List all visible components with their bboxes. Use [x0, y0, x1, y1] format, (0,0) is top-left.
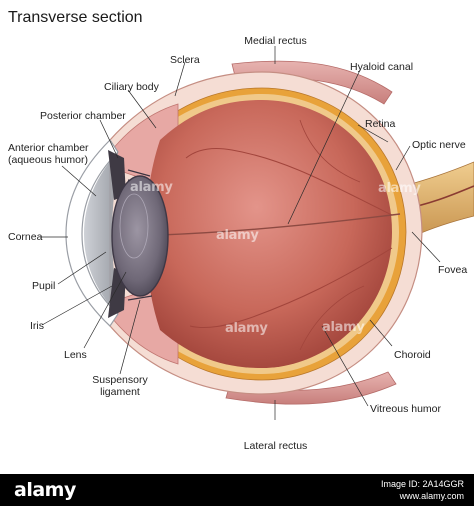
- stock-footer-bar: alamy Image ID: 2A14GGR www.alamy.com: [0, 474, 474, 506]
- cornea-shape: [65, 139, 119, 327]
- label-vitreous-humor: Vitreous humor: [370, 403, 442, 415]
- watermark-center: alamy: [216, 228, 259, 243]
- eye-cross-section-illustration: [40, 46, 474, 420]
- iris-upper: [108, 150, 126, 200]
- figure-title: Transverse section: [8, 9, 143, 26]
- label-hyaloid-canal: Hyaloid canal: [350, 61, 414, 73]
- retinal-vessel-2: [189, 247, 393, 329]
- label-ciliary-body: Ciliary body: [104, 81, 159, 93]
- label-anterior-chamber-line1: Anterior chamber: [8, 142, 89, 154]
- eye-diagram-figure: Transverse section Medial rectus Sclera …: [8, 9, 474, 452]
- lens-highlight: [119, 193, 149, 259]
- retinal-vessel-4: [299, 285, 365, 351]
- label-iris: Iris: [30, 320, 44, 332]
- hyaloid-canal-line: [159, 213, 401, 236]
- label-suspensory-ligament-line2: ligament: [100, 386, 140, 398]
- label-fovea: Fovea: [438, 264, 468, 276]
- label-posterior-chamber: Posterior chamber: [40, 110, 126, 122]
- label-sclera: Sclera: [170, 54, 200, 66]
- footer-image-info: Image ID: 2A14GGR www.alamy.com: [381, 478, 464, 502]
- label-lateral-rectus: Lateral rectus: [243, 440, 308, 452]
- retinal-vessel-3: [299, 119, 361, 183]
- label-cornea: Cornea: [8, 231, 43, 243]
- lens-shape: [111, 175, 169, 297]
- vitreous-body: [146, 100, 392, 368]
- watermark-lower-right: alamy: [322, 320, 365, 335]
- label-optic-nerve: Optic nerve: [412, 139, 466, 151]
- label-choroid: Choroid: [394, 349, 431, 361]
- footer-brand-logo: alamy: [14, 479, 76, 501]
- watermark-lower-center: alamy: [225, 321, 268, 336]
- retinal-vessel-1: [185, 147, 393, 216]
- label-medial-rectus: Medial rectus: [244, 35, 307, 47]
- footer-image-id: Image ID: 2A14GGR: [380, 479, 464, 489]
- label-anterior-chamber-line2: (aqueous humor): [8, 154, 88, 166]
- footer-site-url: www.alamy.com: [399, 491, 464, 501]
- label-pupil: Pupil: [32, 280, 56, 292]
- watermark-upper-left: alamy: [130, 180, 173, 195]
- watermark-upper-right: alamy: [378, 181, 421, 196]
- label-retina: Retina: [365, 118, 396, 130]
- leader-lines: [40, 46, 441, 420]
- label-suspensory-ligament-line1: Suspensory: [92, 374, 148, 386]
- label-lens: Lens: [64, 349, 87, 361]
